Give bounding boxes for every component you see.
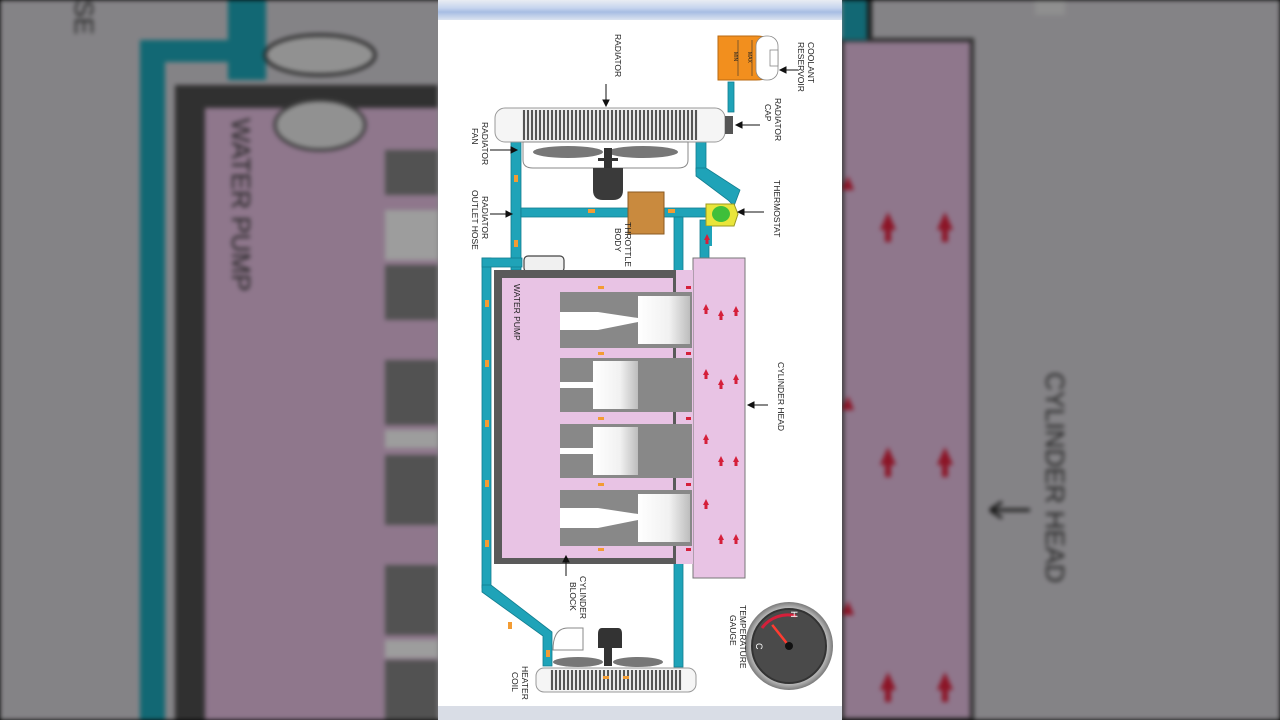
coolant-reservoir-label-1: COOLANT [806,42,816,83]
throttle-body-label-2: BODY [613,228,623,252]
radiator [494,107,733,143]
radiator-cap-label-1: RADIATOR [773,98,783,141]
gauge-needle [771,624,790,647]
throttle-body-label-1: THROTTLE [623,222,633,267]
radiator-fan-label-2: FAN [470,128,480,145]
water-pump-label: WATER PUMP [512,284,522,341]
coolant-reservoir-label-2: RESERVOIR [796,42,806,92]
cylinder-block-label-2: BLOCK [568,582,578,611]
heater-coil [535,627,697,693]
diagram-labels: COOLANT RESERVOIR RADIATOR RADIATOR CAP … [470,34,816,700]
diagram-panel: MAX MIN [438,0,842,720]
radiator-fan [522,141,689,200]
reservoir-min-mark: MIN [732,52,738,62]
gauge-hot-label: H [789,611,799,618]
radiator-outlet-hose-label-2: OUTLET HOSE [470,190,480,250]
heater-coil-label-2: COIL [510,672,520,692]
radiator-cap [725,116,733,134]
thermostat-label: THERMOSTAT [772,180,782,237]
coolant-reservoir: MAX MIN [717,35,779,81]
leader-arrows [490,66,798,576]
cylinder-block-label-1: CYLINDER [578,576,588,619]
temperature-gauge-label-1: TEMPERATURE [738,605,748,669]
bg-hose-label: SE [69,0,99,35]
reservoir-max-mark: MAX [746,52,752,64]
radiator-fan-label-1: RADIATOR [480,122,490,165]
bg-water-pump-label: WATER PUMP [226,118,256,291]
gauge-cold-label: C [754,643,764,650]
cylinders [560,292,692,546]
throttle-body [627,191,665,235]
radiator-outlet-hose-label-1: RADIATOR [480,196,490,239]
cooling-system-diagram: MAX MIN [438,34,842,720]
bottom-bar [438,706,842,720]
cylinder-head [692,257,746,579]
radiator-cap-label-2: CAP [763,104,773,122]
heater-coil-label-1: HEATER [520,666,530,700]
window-title-bar [438,0,842,20]
hot-coolant-arrows [686,234,739,551]
cylinder-head-label: CYLINDER HEAD [776,362,786,431]
bg-cylinder-head-label: CYLINDER HEAD [1040,372,1070,583]
temperature-gauge: H C [745,602,833,690]
radiator-label: RADIATOR [613,34,623,77]
flow-arrows [485,175,680,657]
temperature-gauge-label-2: GAUGE [728,615,738,646]
